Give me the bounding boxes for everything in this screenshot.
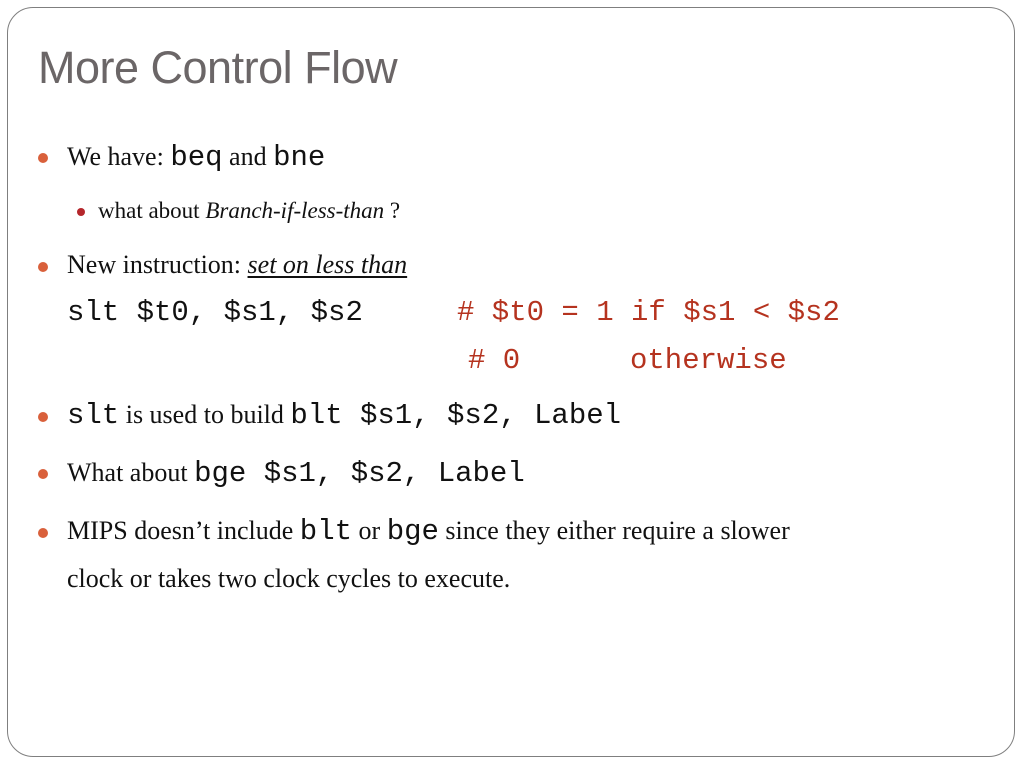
- code-blt: blt $s1, $s2, Label: [290, 399, 622, 432]
- bullet-dot: [38, 469, 48, 479]
- bullet-text: or: [358, 516, 381, 545]
- bullet-what-about-bge: What about bge $s1, $s2, Label: [67, 457, 525, 490]
- slide-frame: [7, 7, 1015, 757]
- bullet-text: is used to build: [125, 400, 284, 429]
- code-blt: blt: [299, 515, 353, 548]
- slide-title: More Control Flow: [38, 42, 398, 93]
- code-comment-line: # $t0 = 1 if $s1 < $s2: [457, 296, 840, 329]
- bullet-dot: [38, 528, 48, 538]
- code-comment-otherwise: otherwise: [630, 344, 787, 377]
- code-bge: bge: [386, 515, 439, 548]
- bullet-we-have: We have: beq and bne: [67, 141, 325, 174]
- code-slt: slt: [67, 399, 120, 432]
- sub-bullet-emphasis: Branch-if-less-than: [205, 198, 385, 223]
- bullet-dot: [38, 153, 48, 163]
- code-bne: bne: [273, 141, 326, 174]
- code-comment-zero: # 0: [468, 344, 520, 377]
- code-comment: # 0: [468, 344, 521, 377]
- code-beq: beq: [170, 141, 223, 174]
- bullet-emphasis: set on less than: [247, 250, 408, 279]
- sub-bullet-branch-if-less-than: what about Branch-if-less-than ?: [98, 198, 400, 224]
- bullet-dot: [38, 262, 48, 272]
- sub-bullet-text: ?: [389, 198, 401, 223]
- bullet-text: What about: [67, 458, 188, 487]
- code-comment: # $t0 = 1 if $s1 < $s2: [457, 296, 840, 329]
- sub-bullet-text: what about: [98, 198, 200, 223]
- code-comment: otherwise: [630, 344, 787, 377]
- code-instruction: slt $t0, $s1, $s2: [67, 296, 363, 329]
- bullet-text: MIPS doesn’t include: [67, 516, 294, 545]
- bullet-text: New instruction:: [67, 250, 242, 279]
- bullet-slt-build-blt: slt is used to build blt $s1, $s2, Label: [67, 399, 621, 432]
- bullet-mips-doesnt-include: MIPS doesn’t include blt or bge since th…: [67, 515, 790, 548]
- sub-bullet-dot: [77, 208, 85, 216]
- bullet-text: clock or takes two clock cycles to execu…: [67, 564, 511, 593]
- bullet-text: We have:: [67, 142, 164, 171]
- bullet-dot: [38, 412, 48, 422]
- bullet-mips-continuation: clock or takes two clock cycles to execu…: [67, 564, 510, 594]
- bullet-text: since they either require a slower: [445, 516, 790, 545]
- code-line-slt: slt $t0, $s1, $s2: [67, 296, 363, 329]
- bullet-new-instruction: New instruction: set on less than: [67, 250, 407, 280]
- bullet-text: and: [229, 142, 267, 171]
- code-bge: bge $s1, $s2, Label: [194, 457, 525, 490]
